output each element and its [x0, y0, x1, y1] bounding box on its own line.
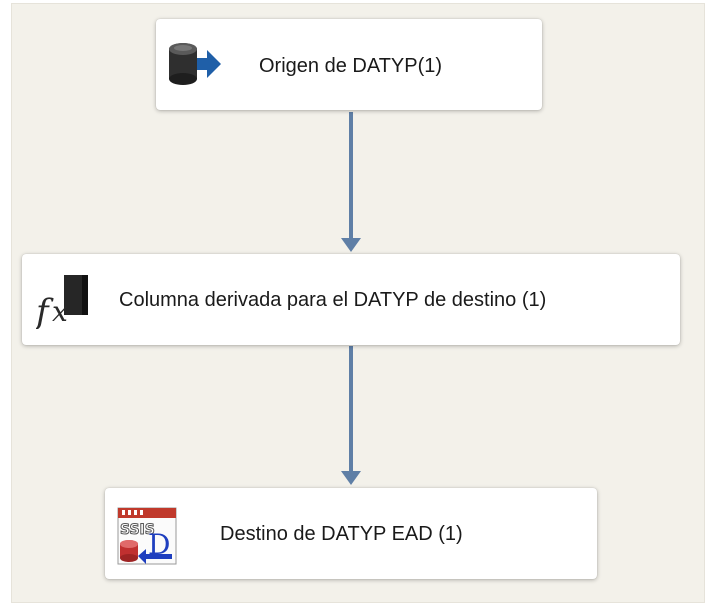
ssis-destination-icon: SSIS D	[117, 507, 177, 565]
svg-text:SSIS: SSIS	[120, 522, 155, 538]
svg-text:D: D	[148, 528, 170, 561]
path-connector-1[interactable]	[349, 112, 353, 238]
derived-column-fx-icon: f x	[36, 275, 88, 329]
database-source-icon	[169, 43, 221, 85]
source-component-label: Origen de DATYP(1)	[259, 55, 443, 77]
svg-text:x: x	[52, 295, 68, 328]
path-connector-2[interactable]	[349, 346, 353, 471]
source-component-node[interactable]: Origen de DATYP(1)	[156, 19, 542, 110]
destination-component-label: Destino de DATYP EAD (1)	[220, 523, 463, 545]
derived-column-label: Columna derivada para el DATYP de destin…	[119, 289, 547, 311]
path-arrowhead-1	[341, 238, 361, 252]
destination-component-node[interactable]: SSIS D Destino de DATYP EAD (1)	[105, 488, 597, 579]
path-arrowhead-2	[341, 471, 361, 485]
derived-column-node[interactable]: f x Columna derivada para el DATYP de de…	[22, 254, 680, 345]
